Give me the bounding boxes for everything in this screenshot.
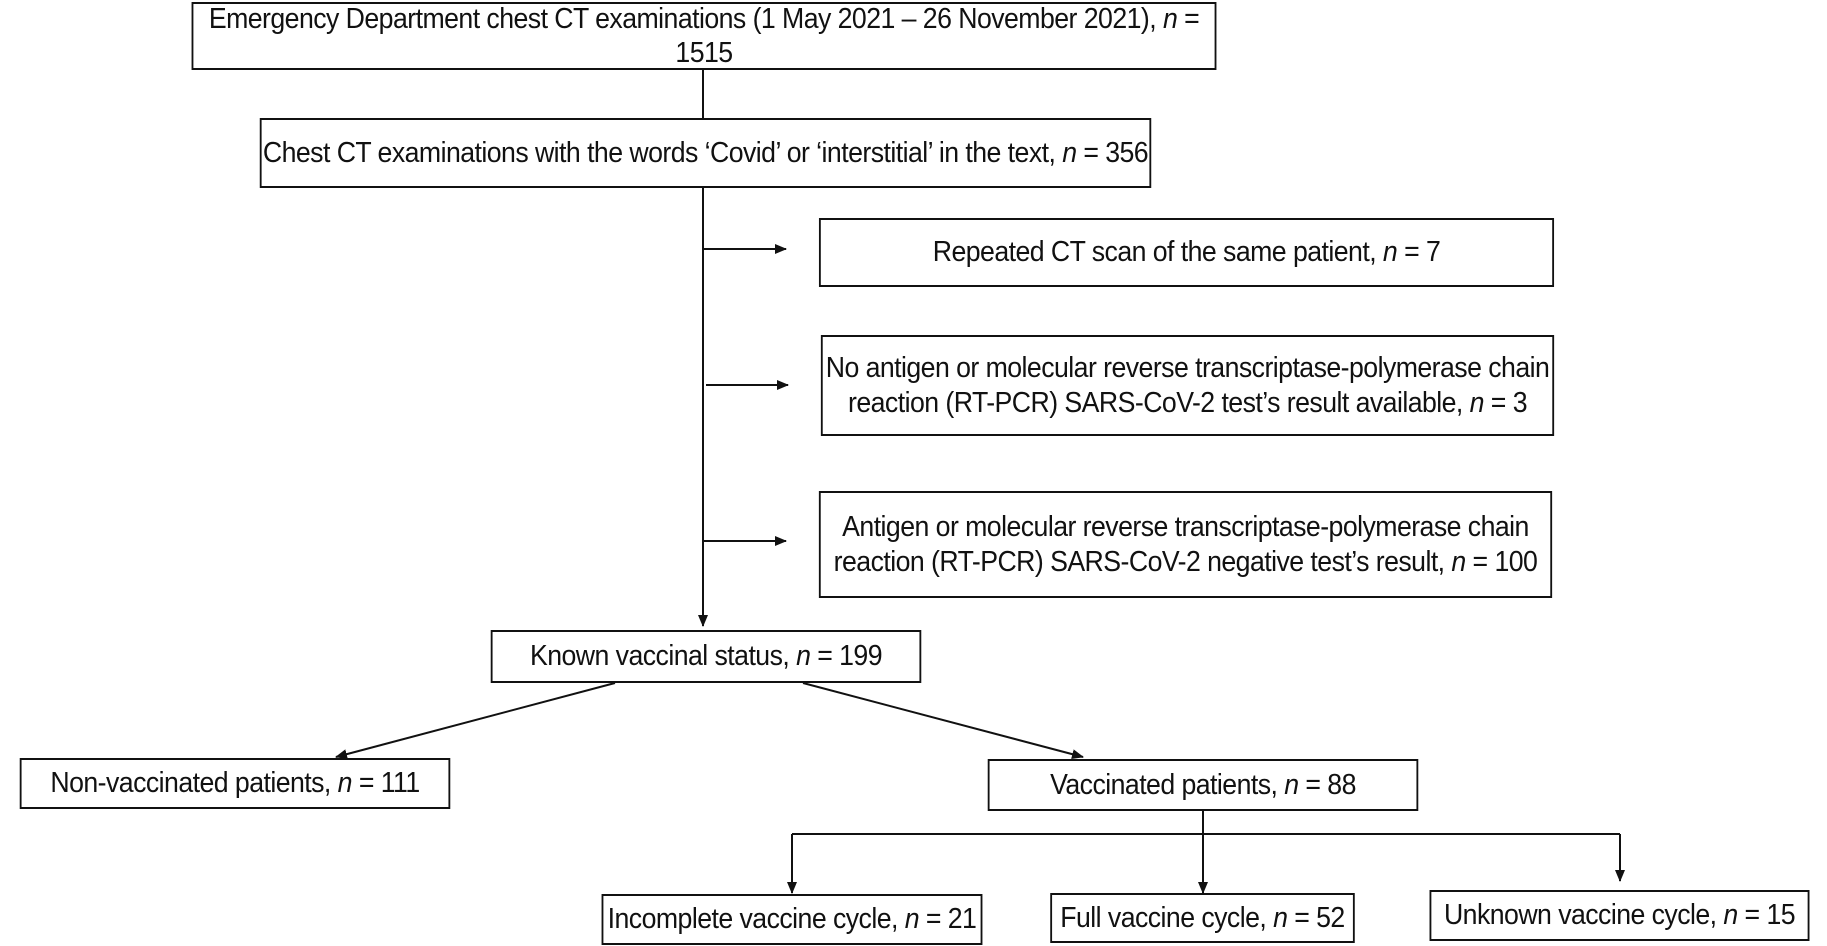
node-text: Repeated CT scan of the same patient, <box>932 236 1383 269</box>
node-count: = 199 <box>810 640 883 673</box>
node-incomplete-vaccine-cycle: Incomplete vaccine cycle, n = 21 <box>601 894 983 945</box>
node-text: Emergency Department chest CT examinatio… <box>208 2 1163 35</box>
node-count: = 7 <box>1397 236 1441 269</box>
node-text-line2: reaction (RT-PCR) SARS-CoV-2 test’s resu… <box>848 386 1470 419</box>
node-n-symbol: n <box>1162 2 1178 35</box>
node-non-vaccinated-patients: Non-vaccinated patients, n = 111 <box>19 758 451 809</box>
node-n-symbol: n <box>1273 901 1288 934</box>
node-count: = 111 <box>351 767 420 800</box>
node-known-vaccinal-status: Known vaccinal status, n = 199 <box>490 630 922 683</box>
node-text: Non-vaccinated patients, <box>50 767 338 800</box>
node-n-symbol: n <box>1469 386 1485 419</box>
node-text-line1: No antigen or molecular reverse transcri… <box>825 352 1550 385</box>
node-full-vaccine-cycle: Full vaccine cycle, n = 52 <box>1050 893 1355 943</box>
node-count: = 356 <box>1076 136 1149 169</box>
node-n-symbol: n <box>796 640 811 673</box>
node-text: Unknown vaccine cycle, <box>1443 899 1724 932</box>
node-unknown-vaccine-cycle: Unknown vaccine cycle, n = 15 <box>1429 890 1810 941</box>
node-excluded-no-test-result: No antigen or molecular reverse transcri… <box>820 335 1555 436</box>
node-n-symbol: n <box>1382 236 1398 269</box>
node-n-symbol: n <box>904 903 920 936</box>
node-count: = 15 <box>1737 899 1796 932</box>
node-excluded-negative-test: Antigen or molecular reverse transcripta… <box>818 491 1553 598</box>
node-text: Chest CT examinations with the words ‘Co… <box>262 136 1063 169</box>
node-text: Known vaccinal status, <box>529 640 797 673</box>
node-ed-ct-examinations: Emergency Department chest CT examinatio… <box>191 2 1217 70</box>
node-text: Full vaccine cycle, <box>1060 901 1274 934</box>
connector-to-vaccinated <box>802 682 1084 760</box>
node-count: = 88 <box>1298 768 1356 801</box>
node-text-line2: reaction (RT-PCR) SARS-CoV-2 negative te… <box>833 545 1452 578</box>
node-count: = 3 <box>1483 386 1528 419</box>
node-vaccinated-patients: Vaccinated patients, n = 88 <box>987 759 1419 811</box>
node-excluded-repeated-ct: Repeated CT scan of the same patient, n … <box>818 218 1555 287</box>
node-n-symbol: n <box>1451 545 1466 578</box>
node-n-symbol: n <box>1723 899 1738 932</box>
node-text: Vaccinated patients, <box>1050 768 1285 801</box>
node-text: Incomplete vaccine cycle, <box>607 903 905 936</box>
node-count: = 100 <box>1465 545 1538 578</box>
node-n-symbol: n <box>1284 768 1299 801</box>
node-text-line1: Antigen or molecular reverse transcripta… <box>842 511 1529 544</box>
node-count: = 1515 <box>675 2 1200 69</box>
node-count: = 21 <box>919 903 977 936</box>
node-n-symbol: n <box>1062 136 1077 169</box>
connector-to-non-vaccinated <box>335 682 616 760</box>
node-count: = 52 <box>1287 901 1345 934</box>
node-covid-interstitial-text: Chest CT examinations with the words ‘Co… <box>259 118 1152 188</box>
node-n-symbol: n <box>337 767 353 800</box>
